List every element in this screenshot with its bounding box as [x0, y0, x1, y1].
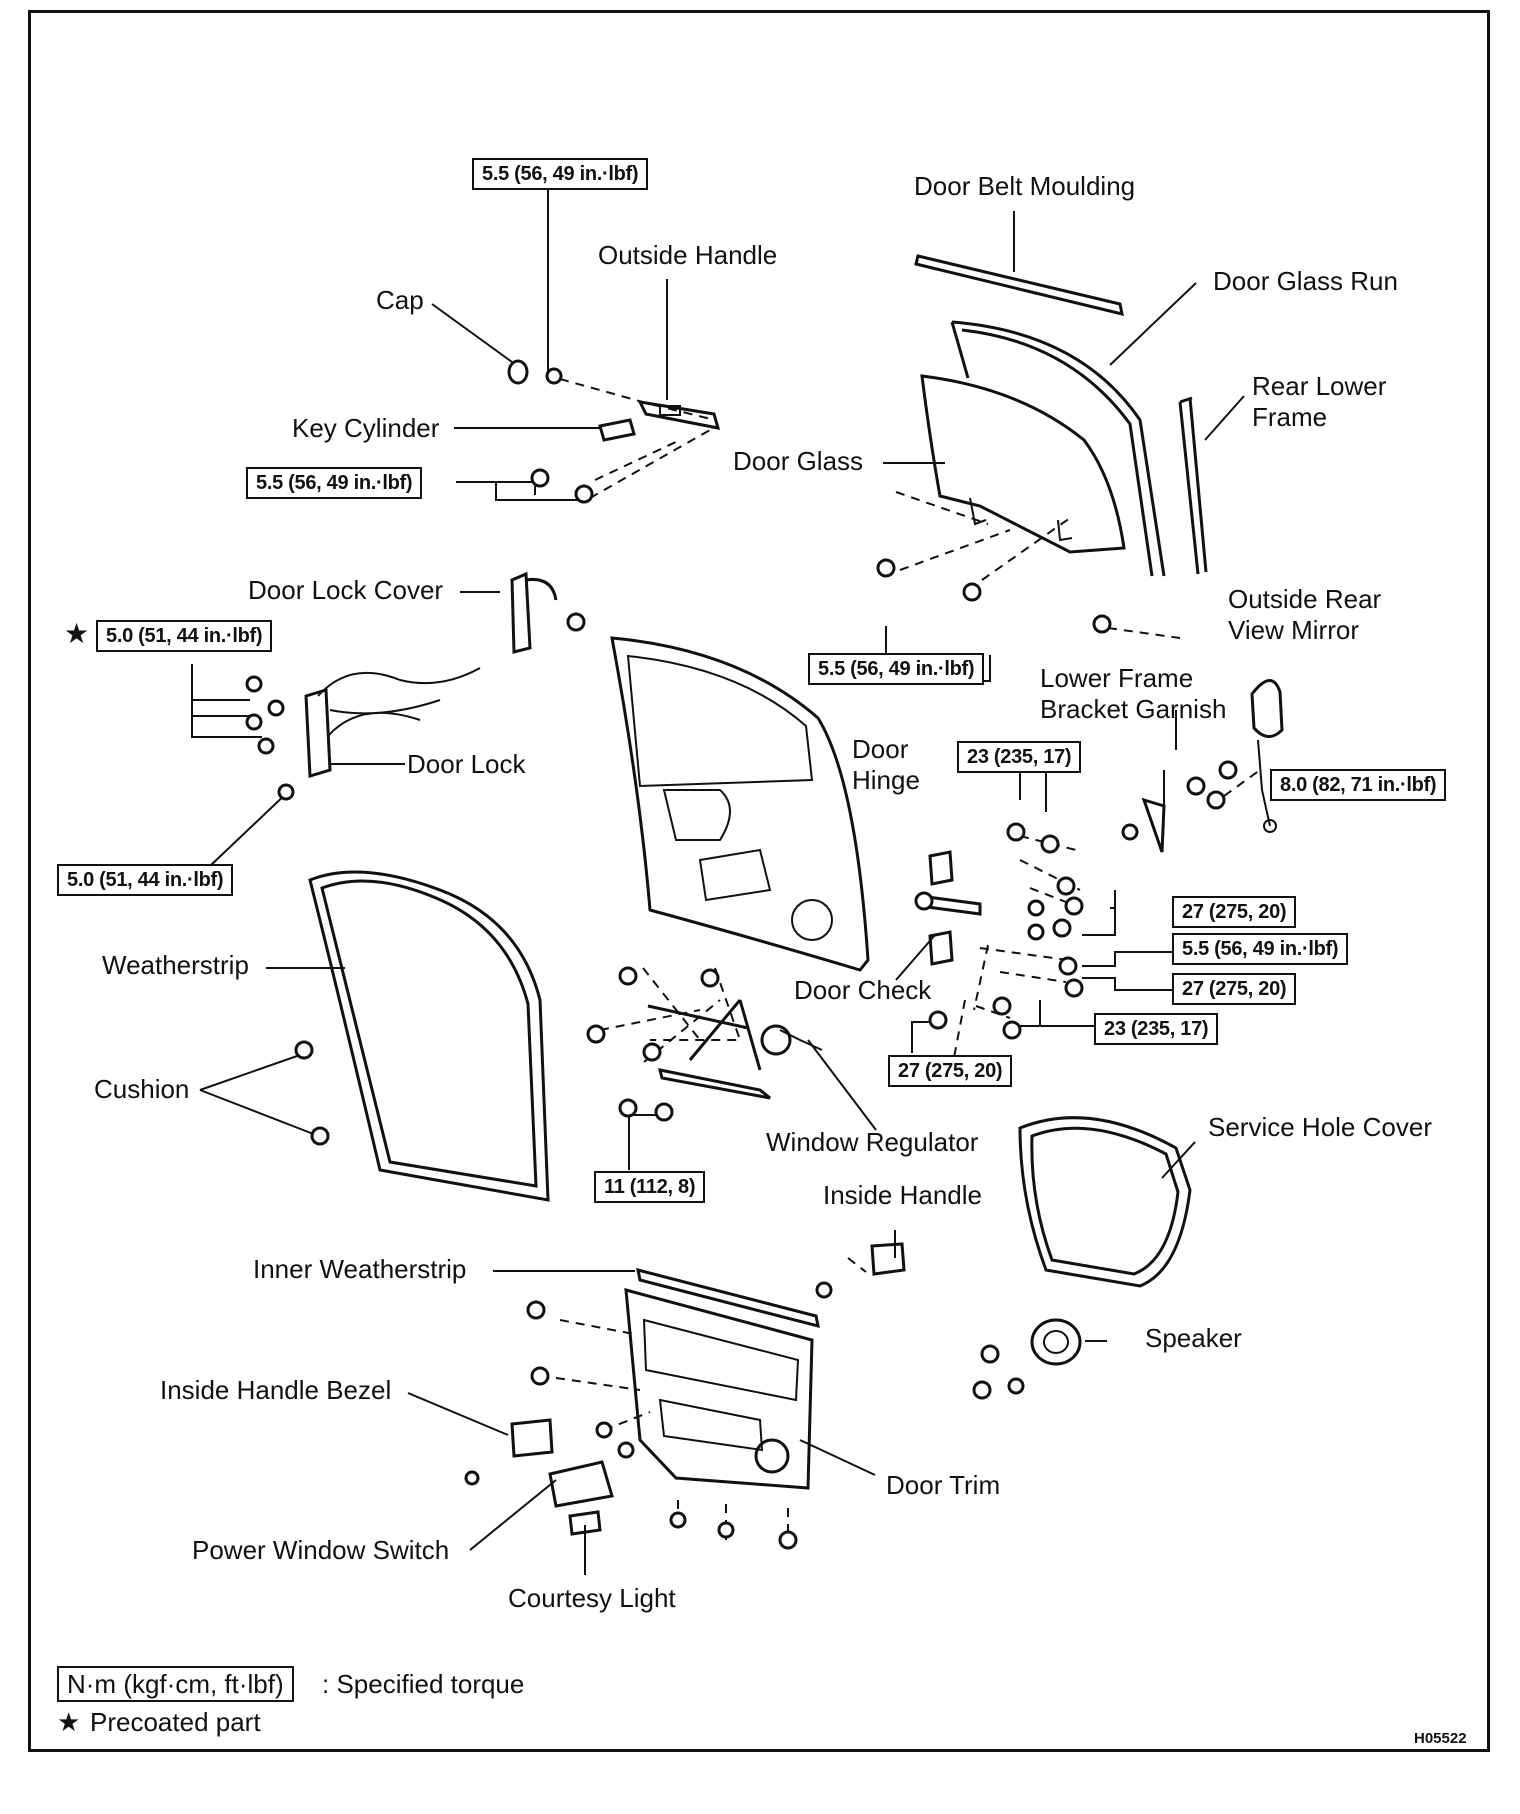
- label-outside-rear-view-mirror-2: View Mirror: [1228, 615, 1359, 645]
- torque-door-glass: 5.5 (56, 49 in.·lbf): [808, 653, 985, 685]
- torque-hinge-top: 23 (235, 17): [957, 741, 1082, 773]
- door-lock: [304, 667, 481, 778]
- label-door-glass-run: Door Glass Run: [1213, 266, 1398, 296]
- label-weatherstrip: Weatherstrip: [102, 950, 249, 980]
- torque-hinge-body-lower: 27 (275, 20): [1172, 973, 1297, 1005]
- label-service-hole-cover: Service Hole Cover: [1208, 1112, 1432, 1142]
- precoated-star-icon: ★: [64, 618, 90, 649]
- leader-lines: [191, 181, 1245, 1575]
- label-inside-handle-bezel: Inside Handle Bezel: [160, 1375, 392, 1405]
- label-lower-frame-bracket-garnish-1: Lower Frame: [1040, 663, 1194, 693]
- key-cylinder: [598, 418, 636, 442]
- label-cap: Cap: [376, 285, 424, 315]
- label-door-glass: Door Glass: [733, 446, 864, 476]
- torque-door-lock-bottom: 5.0 (51, 44 in.·lbf): [57, 864, 234, 896]
- diagram-frame: [28, 10, 1490, 1752]
- label-power-window-switch: Power Window Switch: [192, 1535, 450, 1565]
- power-window-switch-part: [548, 1460, 614, 1508]
- door-glass: [920, 374, 1126, 554]
- torque-hinge-door-lower: 23 (235, 17): [1094, 1013, 1219, 1045]
- torque-window-regulator: 11 (112, 8): [594, 1171, 706, 1203]
- weatherstrip-part: [308, 870, 550, 1202]
- lower-frame-bracket-garnish: [1141, 797, 1166, 853]
- courtesy-light-part: [568, 1510, 602, 1536]
- torque-outside-handle-top: 5.5 (56, 49 in.·lbf): [472, 158, 649, 190]
- torque-mirror: 8.0 (82, 71 in.·lbf): [1270, 769, 1447, 801]
- torque-hinge-body-upper: 27 (275, 20): [1172, 896, 1297, 928]
- door-belt-moulding: [914, 254, 1124, 317]
- torque-hinge-bottom: 27 (275, 20): [888, 1055, 1013, 1087]
- label-key-cylinder: Key Cylinder: [292, 413, 440, 443]
- door-lock-cover: [510, 571, 558, 654]
- legend-unit-box: N·m (kgf·cm, ft·lbf): [57, 1666, 294, 1702]
- label-courtesy-light: Courtesy Light: [508, 1583, 676, 1613]
- label-door-hinge-1: Door: [852, 734, 909, 764]
- legend-unit-description: : Specified torque: [322, 1669, 525, 1699]
- legend-star-description: Precoated part: [90, 1707, 261, 1737]
- label-door-hinge-2: Hinge: [852, 765, 920, 795]
- window-regulator-part: [647, 999, 823, 1100]
- door-check: [914, 891, 982, 916]
- door-trim-part: [624, 1287, 814, 1490]
- door-glass-run: [950, 320, 1166, 577]
- torque-door-lock-top: 5.0 (51, 44 in.·lbf): [96, 620, 273, 652]
- fasteners: [245, 367, 1238, 1550]
- label-window-regulator: Window Regulator: [766, 1127, 979, 1157]
- label-door-check: Door Check: [794, 975, 932, 1005]
- label-outside-handle: Outside Handle: [598, 240, 778, 270]
- inner-weatherstrip: [636, 1267, 820, 1329]
- cap-part: [507, 359, 529, 385]
- outside-handle: [637, 400, 721, 430]
- outside-rear-view-mirror: [1250, 679, 1284, 833]
- figure-code: H05522: [1414, 1730, 1467, 1747]
- label-inner-weatherstrip: Inner Weatherstrip: [253, 1254, 467, 1284]
- label-door-trim: Door Trim: [886, 1470, 1001, 1500]
- label-outside-rear-view-mirror-1: Outside Rear: [1228, 584, 1382, 614]
- inside-handle-bezel-part: [510, 1418, 554, 1458]
- label-speaker: Speaker: [1145, 1323, 1242, 1353]
- label-door-lock: Door Lock: [407, 749, 526, 779]
- assembly-lines: [555, 378, 1261, 1545]
- torque-door-check: 5.5 (56, 49 in.·lbf): [1172, 933, 1349, 965]
- legend-star-icon: ★: [57, 1707, 81, 1737]
- label-door-belt-moulding: Door Belt Moulding: [914, 171, 1136, 201]
- label-rear-lower-frame-2: Frame: [1252, 402, 1328, 432]
- label-cushion: Cushion: [94, 1074, 190, 1104]
- inside-handle-part: [870, 1242, 906, 1276]
- label-door-lock-cover: Door Lock Cover: [248, 575, 444, 605]
- torque-key-cylinder: 5.5 (56, 49 in.·lbf): [246, 467, 423, 499]
- label-lower-frame-bracket-garnish-2: Bracket Garnish: [1040, 694, 1227, 724]
- door-hinge: [928, 850, 954, 966]
- label-inside-handle: Inside Handle: [823, 1180, 982, 1210]
- rear-lower-frame: [1178, 396, 1208, 575]
- speaker-part: [1030, 1318, 1082, 1366]
- label-rear-lower-frame-1: Rear Lower: [1252, 371, 1387, 401]
- door-panel: [610, 636, 870, 972]
- service-hole-cover: [1018, 1116, 1192, 1288]
